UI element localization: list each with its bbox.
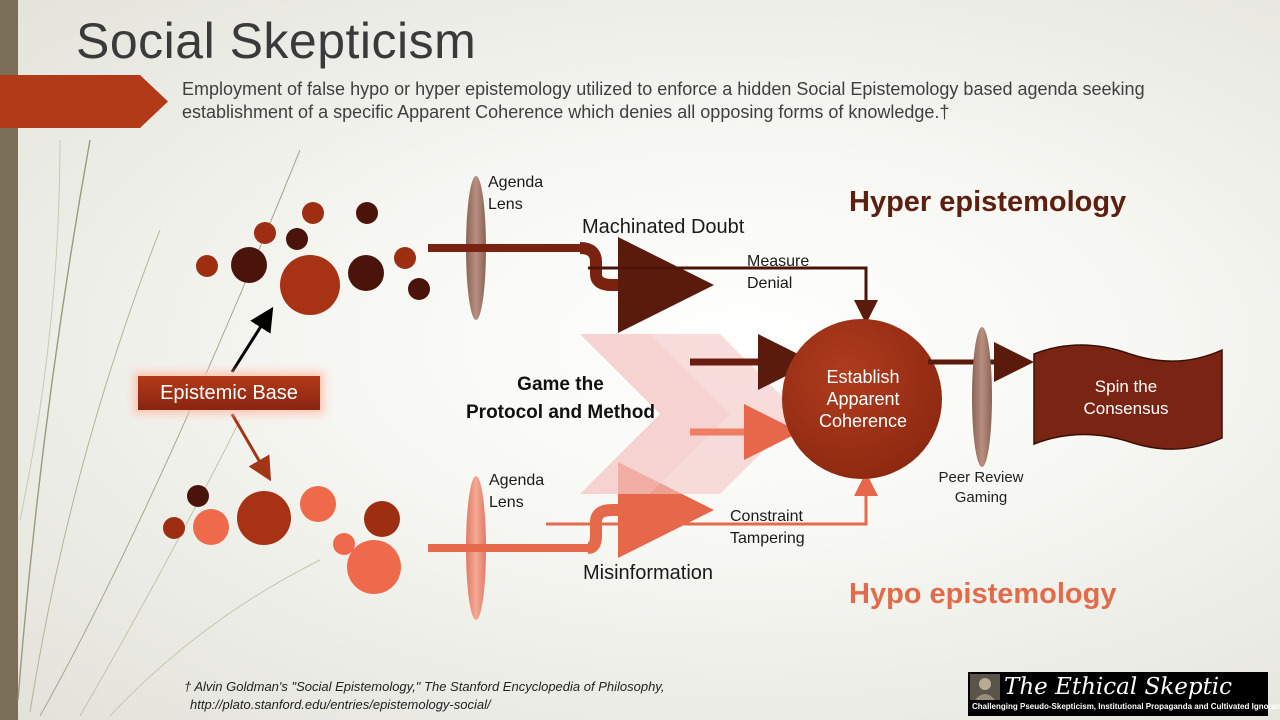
hyper-dot	[302, 202, 324, 224]
misinformation-label: Misinformation	[583, 562, 714, 584]
chevron-tab	[0, 75, 168, 128]
arrow-down-to-hypo	[230, 413, 272, 482]
subtitle: Employment of false hypo or hyper episte…	[182, 79, 1145, 122]
logo-title: The Ethical Skeptic	[1004, 674, 1233, 700]
peer-review-label: Peer Review Gaming	[938, 469, 1024, 506]
hypo-dot	[300, 486, 336, 522]
spin-consensus-label: Spin the Consensus	[1083, 377, 1169, 418]
hypo-pipe-bend	[587, 462, 714, 558]
page-title: Social Skepticism	[76, 13, 477, 69]
hyper-dot	[254, 222, 276, 244]
hyper-pipe-bend	[579, 237, 714, 333]
protocol-chevron	[580, 334, 730, 494]
hypo-dot	[237, 491, 291, 545]
establish-coherence-label: Establish Apparent Coherence	[818, 367, 908, 431]
hyper-dot	[408, 278, 430, 300]
peer-review-lens	[972, 327, 992, 467]
hypo-dot	[163, 517, 185, 539]
measure-denial-label: Measure Denial	[747, 253, 810, 292]
hyper-epistemology-title: Hyper epistemology	[849, 186, 1127, 218]
logo-tagline: Challenging Pseudo-Skepticism, Instituti…	[972, 702, 1280, 711]
hyper-dot	[196, 255, 218, 277]
machinated-doubt-label: Machinated Doubt	[582, 216, 745, 238]
epistemic-base-box: Epistemic Base	[138, 376, 320, 410]
establish-coherence-circle	[782, 319, 942, 479]
decor-curve-2	[29, 229, 161, 713]
constraint-tampering-line	[546, 472, 878, 526]
agenda-lens-bottom-label: Agenda Lens	[489, 472, 545, 511]
hyper-dot	[280, 255, 340, 315]
decor-curve-1	[17, 139, 91, 701]
arrow-up-to-hyper	[230, 306, 274, 373]
hypo-dot	[333, 533, 355, 555]
footnote-line-2: http://plato.stanford.edu/entries/episte…	[190, 697, 491, 712]
hypo-dot	[187, 485, 209, 507]
decor-curve-5	[109, 559, 321, 717]
constraint-tampering-label: Constraint Tampering	[730, 508, 805, 547]
measure-denial-line	[588, 266, 878, 324]
hypo-dot	[193, 509, 229, 545]
hypo-dot	[347, 540, 401, 594]
portrait-icon	[970, 674, 1000, 700]
hyper-dot	[356, 202, 378, 224]
decor-curve-4	[79, 419, 241, 717]
left-accent-bar	[0, 0, 18, 720]
hyper-dot	[231, 247, 267, 283]
hypo-epistemology-title: Hypo epistemology	[849, 578, 1117, 610]
hypo-dot	[364, 501, 400, 537]
footnote: † Alvin Goldman's "Social Epistemology,"…	[184, 678, 664, 714]
ethical-skeptic-logo: The Ethical Skeptic Challenging Pseudo-S…	[968, 672, 1280, 716]
hyper-dot	[286, 228, 308, 250]
hyper-dot	[394, 247, 416, 269]
spin-consensus-banner	[1033, 344, 1223, 450]
hyper-dot	[348, 255, 384, 291]
agenda-lens-top-label: Agenda Lens	[488, 174, 544, 213]
game-protocol-label: Game the Protocol and Method	[466, 374, 655, 423]
decor-curve-6	[19, 139, 61, 521]
footnote-line-1: † Alvin Goldman's "Social Epistemology,"…	[184, 679, 665, 694]
